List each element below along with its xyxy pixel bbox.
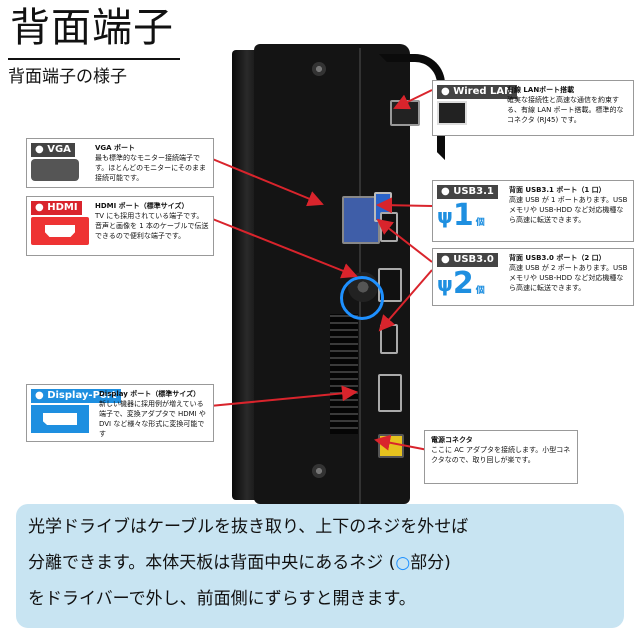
displayport-icon [31,405,89,433]
callout-label: ● Wired LAN [437,85,517,99]
callout-label: ● USB3.1 [437,185,498,199]
displayport-port [378,374,402,412]
page-subtitle: 背面端子の様子 [8,67,127,87]
screw-top [312,62,326,76]
callout-wired-lan: ● Wired LAN 有線 LANポート搭載 確実な接続性と高速な通信を約束す… [432,80,634,136]
callout-head: 電源コネクタ [431,436,473,444]
callout-head: VGA ポート [95,144,136,152]
circle-mark: ○ [395,553,411,573]
callout-body: 新しい機器に採用例が増えている端子で、変換アダプタで HDMI や DVI など… [99,400,206,438]
arrow-power [374,434,429,451]
callout-body: 高速 USB が 2 ポートあります。USB メモリや USB-HDD など対応… [509,264,628,292]
page-title: 背面端子 [10,5,174,51]
vga-icon [31,159,79,181]
arrow-vga [209,157,324,207]
callout-displayport: ● Display-Port Display ポート（標準サイズ） 新しい機器に… [26,384,214,442]
highlight-ring [340,276,384,320]
info-line-2: 分離できます。本体天板は背面中央にあるネジ (○部分) [28,553,451,573]
usb-icon: ψ [437,204,453,228]
callout-body: ここに AC アダプタを接続します。小型コネクタなので、取り回しが楽です。 [431,446,571,464]
info-line-3: をドライバーで外し、前面側にずらすと開きます。 [28,589,416,609]
callout-head: Display ポート（標準サイズ） [99,390,201,398]
lan-icon [437,101,467,125]
vent-slots [330,314,358,434]
pc-rear-panel-image [232,40,445,508]
title-underline [8,58,180,60]
callout-hdmi: ● HDMI HDMI ポート（標準サイズ） TV にも採用されている端子です。… [26,196,214,256]
hdmi-icon [31,217,89,245]
callout-head: 背面 USB3.0 ポート（2 口） [509,254,606,262]
callout-vga: ● VGA VGA ポート 最も標準的なモニター接続端子です。ほとんどのモニター… [26,138,214,188]
callout-head: 有線 LANポート搭載 [507,86,575,94]
arrow-usb30-a [376,218,433,263]
arrow-dp [209,385,358,407]
callout-label: ● USB3.0 [437,253,498,267]
callout-power: 電源コネクタ ここに AC アダプタを接続します。小型コネクタなので、取り回しが… [424,430,578,484]
info-line-1: 光学ドライブはケーブルを抜き取り、上下のネジを外せば [28,517,469,537]
arrow-usb31 [376,197,433,214]
pc-body [254,44,445,508]
callout-label: ● Display-Port [31,389,121,403]
arrow-usb30-b [378,269,433,332]
callout-label: ● VGA [31,143,75,157]
callout-body: TV にも採用されている端子です。音声と画像を 1 本のケーブルで伝送できるので… [95,212,209,240]
info-note: 光学ドライブはケーブルを抜き取り、上下のネジを外せば 分離できます。本体天板は背… [16,504,624,628]
screw-bottom [312,464,326,478]
callout-head: HDMI ポート（標準サイズ） [95,202,189,210]
usb-icon: ψ [437,272,453,296]
callout-body: 最も標準的なモニター接続端子です。ほとんどのモニターにそのまま接続可能です。 [95,154,206,182]
arrow-lan [393,89,433,110]
callout-body: 高速 USB が 1 ポートあります。USB メモリや USB-HDD など対応… [509,196,628,224]
callout-head: 背面 USB3.1 ポート（1 口） [509,186,606,194]
callout-label: ● HDMI [31,201,82,215]
callout-body: 確実な接続性と高速な通信を約束する、有線 LAN ポート搭載。標準的なコネクタ … [507,96,624,124]
arrow-hdmi [209,217,358,279]
